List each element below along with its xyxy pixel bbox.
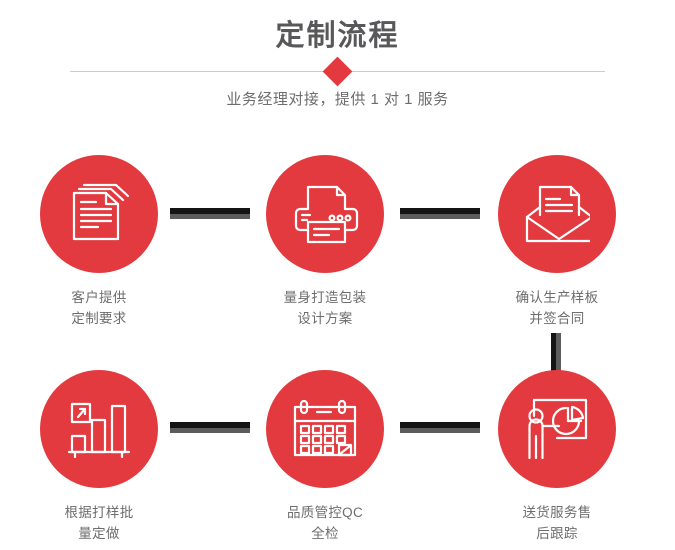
- flow-step-3-circle: [498, 155, 616, 273]
- flow-step-4[interactable]: 根据打样批 量定做: [14, 370, 184, 544]
- connector-step1-step2: [170, 208, 250, 219]
- flow-step-1-circle: [40, 155, 158, 273]
- flow-step-5-circle: [266, 370, 384, 488]
- flow-step-3[interactable]: 确认生产样板 并签合同: [472, 155, 642, 329]
- connector-bar-dark: [170, 208, 250, 214]
- connector-bar-dark: [170, 422, 250, 428]
- process-flow: 客户提供 定制要求 量身: [0, 130, 675, 550]
- flow-step-2-caption: 量身打造包装 设计方案: [283, 290, 367, 326]
- header: 定制流程 业务经理对接，提供 1 对 1 服务: [0, 0, 675, 130]
- flow-step-6-circle: [498, 370, 616, 488]
- page-subtitle: 业务经理对接，提供 1 对 1 服务: [226, 91, 449, 108]
- flow-step-4-caption: 根据打样批 量定做: [64, 505, 134, 541]
- connector-bar-dark: [400, 208, 480, 214]
- page-title: 定制流程: [275, 20, 400, 52]
- envelope-letter-icon: [524, 183, 590, 245]
- presenter-piechart-icon: [524, 396, 590, 462]
- flow-step-5[interactable]: 品质管控QC 全检: [240, 370, 410, 544]
- documents-stack-icon: [66, 181, 132, 247]
- connector-bar-light: [400, 428, 480, 433]
- connector-step5-step6: [400, 422, 480, 433]
- flow-step-2[interactable]: 量身打造包装 设计方案: [240, 155, 410, 329]
- connector-step2-step3: [400, 208, 480, 219]
- flow-step-1-caption: 客户提供 定制要求: [71, 290, 127, 326]
- flow-step-4-circle: [40, 370, 158, 488]
- connector-bar-light: [170, 428, 250, 433]
- diamond-icon: [322, 56, 353, 86]
- bar-chart-growth-icon: [67, 398, 131, 460]
- flow-step-3-caption: 确认生产样板 并签合同: [515, 290, 599, 326]
- printer-icon: [291, 181, 359, 247]
- flow-step-5-caption: 品质管控QC 全检: [286, 505, 364, 541]
- connector-step4-step5: [170, 422, 250, 433]
- connector-step3-step6: [551, 333, 561, 371]
- connector-bar-dark: [551, 333, 556, 371]
- flow-step-6-caption: 送货服务售 后跟踪: [522, 505, 592, 541]
- connector-bar-light: [556, 333, 561, 371]
- flow-step-6[interactable]: 送货服务售 后跟踪: [472, 370, 642, 544]
- flow-step-2-circle: [266, 155, 384, 273]
- connector-bar-light: [170, 214, 250, 219]
- connector-bar-light: [400, 214, 480, 219]
- title-divider: [70, 56, 605, 94]
- connector-bar-dark: [400, 422, 480, 428]
- flow-step-1[interactable]: 客户提供 定制要求: [14, 155, 184, 329]
- calendar-check-icon: [292, 398, 358, 460]
